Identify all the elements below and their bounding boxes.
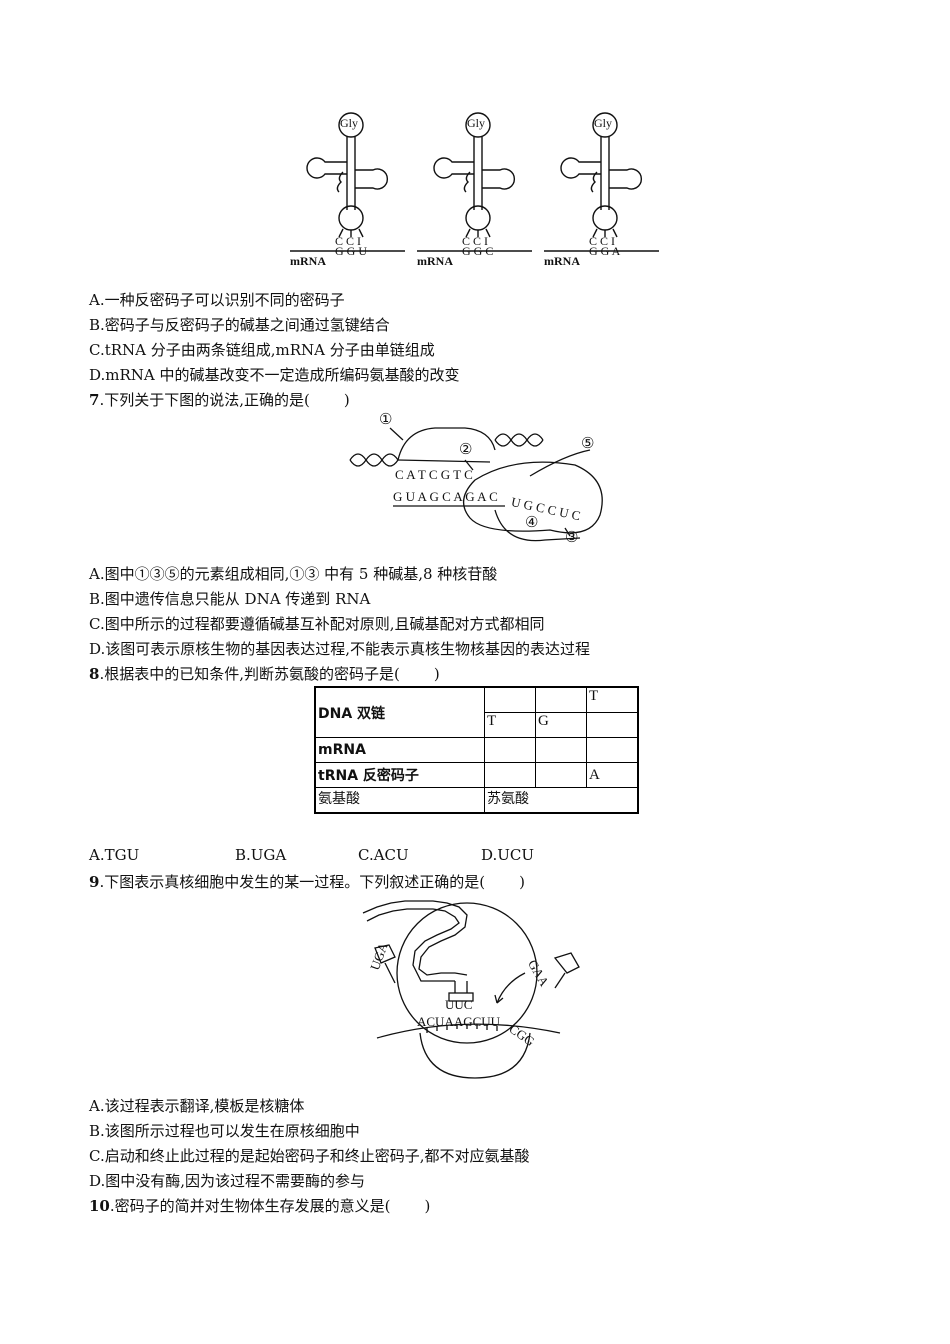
q9-stem-text: .下图表示真核细胞中发生的某一过程。下列叙述正确的是( [99,873,486,891]
q8-option-c: C.ACU [358,846,409,864]
q8-option-a: A.TGU [89,846,140,864]
dna-top-2 [535,686,587,713]
q7-stem: 7.下列关于下图的说法,正确的是() [89,390,350,410]
q7-number: 7 [89,391,100,409]
q8-close: ) [433,665,440,683]
row-label-mrna: mRNA [314,737,485,763]
q9-stem: 9.下图表示真核细胞中发生的某一过程。下列叙述正确的是() [89,872,525,892]
q9-option-d: D.图中没有酶,因为该过程不需要酶的参与 [89,1172,366,1190]
q8-option-b: B.UGA [235,846,287,864]
q6-option-c: C.tRNA 分子由两条链组成,mRNA 分子由单链组成 [89,341,435,359]
q8-stem-text: .根据表中的已知条件,判断苏氨酸的密码子是( [99,665,400,683]
codon-label: G G U [335,244,367,258]
dna-top-1 [484,686,536,713]
q9-option-a: A.该过程表示翻译,模板是核糖体 [89,1097,305,1115]
amino-acid-label: Gly [467,116,485,130]
q8-number: 8 [89,665,100,683]
label-1: ① [379,412,393,428]
q6-option-a: A.一种反密码子可以识别不同的密码子 [89,291,345,309]
codon-label: G G A [589,244,621,258]
right-trna-anticodon: GAA [525,957,553,989]
q7-close: ) [343,391,350,409]
mrna-sequence: G U A G C A G A C [393,489,498,504]
anticodon-label: C C I [335,234,362,248]
mrna-cell-1 [484,737,536,763]
trna-figure [290,112,405,252]
q8-stem: 8.根据表中的已知条件,判断苏氨酸的密码子是() [89,664,440,684]
codon-table: DNA 双链 T T G mRNA tRNA 反密码子 A 氨基酸 苏氨酸 [314,686,639,814]
trna-labels-1: Gly C C I G G U mRNA [285,110,665,270]
q10-number: 10 [89,1197,110,1215]
mrna-label: mRNA [544,254,580,268]
fig9-labels: UUC ACUAAGCUU UGA GAA CGG [355,893,595,1083]
q6-option-b: B.密码子与反密码子的碱基之间通过氢键结合 [89,316,390,334]
q8-option-d: D.UCU [481,846,535,864]
dna-bottom-1: T [484,712,536,738]
fig7-labels: ① ② ⑤ ④ ③ C A T C G T C G U A G C A G A … [345,410,615,550]
mrna-cell-3 [586,737,639,763]
trna-cell-1 [484,762,536,788]
amino-acid-label: Gly [340,116,358,130]
anticodon-label: UUC [445,997,473,1012]
amino-acid-label: Gly [594,116,612,130]
tail-sequence: U G C C U C [509,494,582,524]
q10-stem: 10.密码子的简并对生物体生存发展的意义是() [89,1196,430,1216]
q7-option-b: B.图中遗传信息只能从 DNA 传递到 RNA [89,590,371,608]
anticodon-label: C C I [462,234,489,248]
q9-option-c: C.启动和终止此过程的是起始密码子和终止密码子,都不对应氨基酸 [89,1147,530,1165]
row-label-dna: DNA 双链 [314,686,485,738]
mrna-label: mRNA [417,254,453,268]
trna-figure-2 [417,112,532,252]
q6-option-d: D.mRNA 中的碱基改变不一定造成所编码氨基酸的改变 [89,366,460,384]
mrna-label: mRNA [290,254,326,268]
left-trna-anticodon: UGA [367,940,391,973]
q7-option-a: A.图中①③⑤的元素组成相同,①③ 中有 5 种碱基,8 种核苷酸 [89,565,498,583]
q7-option-c: C.图中所示的过程都要遵循碱基互补配对原则,且碱基配对方式都相同 [89,615,545,633]
trna-figure-3 [544,112,659,252]
trna-labels-2: Gly C C I G G C mRNA [412,110,552,270]
label-4: ④ [525,515,539,531]
trna-cell-3: A [586,762,639,788]
label-2: ② [459,442,473,458]
q9-number: 9 [89,873,100,891]
anticodon-label: C C I [589,234,616,248]
row-label-trna: tRNA 反密码子 [314,762,485,788]
dna-sequence: C A T C G T C [395,467,473,482]
transcription-translation-figure [349,427,603,542]
q7-stem-text: .下列关于下图的说法,正确的是( [99,391,310,409]
q7-option-d: D.该图可表示原核生物的基因表达过程,不能表示真核生物核基因的表达过程 [89,640,591,658]
dna-bottom-2: G [535,712,587,738]
ribosome-figure [362,900,580,1079]
exit-codon: CGG [506,1021,538,1050]
q9-close: ) [519,873,525,891]
q10-stem-text: .密码子的简并对生物体生存发展的意义是( [109,1197,391,1215]
trna-labels-3: Gly C C I G G A mRNA [539,110,679,270]
q10-close: ) [424,1197,431,1215]
trna-cell-2 [535,762,587,788]
mrna-sequence: ACUAAGCUU [417,1014,501,1029]
q9-option-b: B.该图所示过程也可以发生在原核细胞中 [89,1122,360,1140]
dna-top-3: T [586,686,639,713]
aa-cell: 苏氨酸 [484,787,639,814]
codon-label: G G C [462,244,494,258]
label-5: ⑤ [581,436,595,452]
mrna-cell-2 [535,737,587,763]
row-label-aa: 氨基酸 [314,787,485,814]
label-3: ③ [565,530,579,546]
dna-bottom-3 [586,712,639,738]
